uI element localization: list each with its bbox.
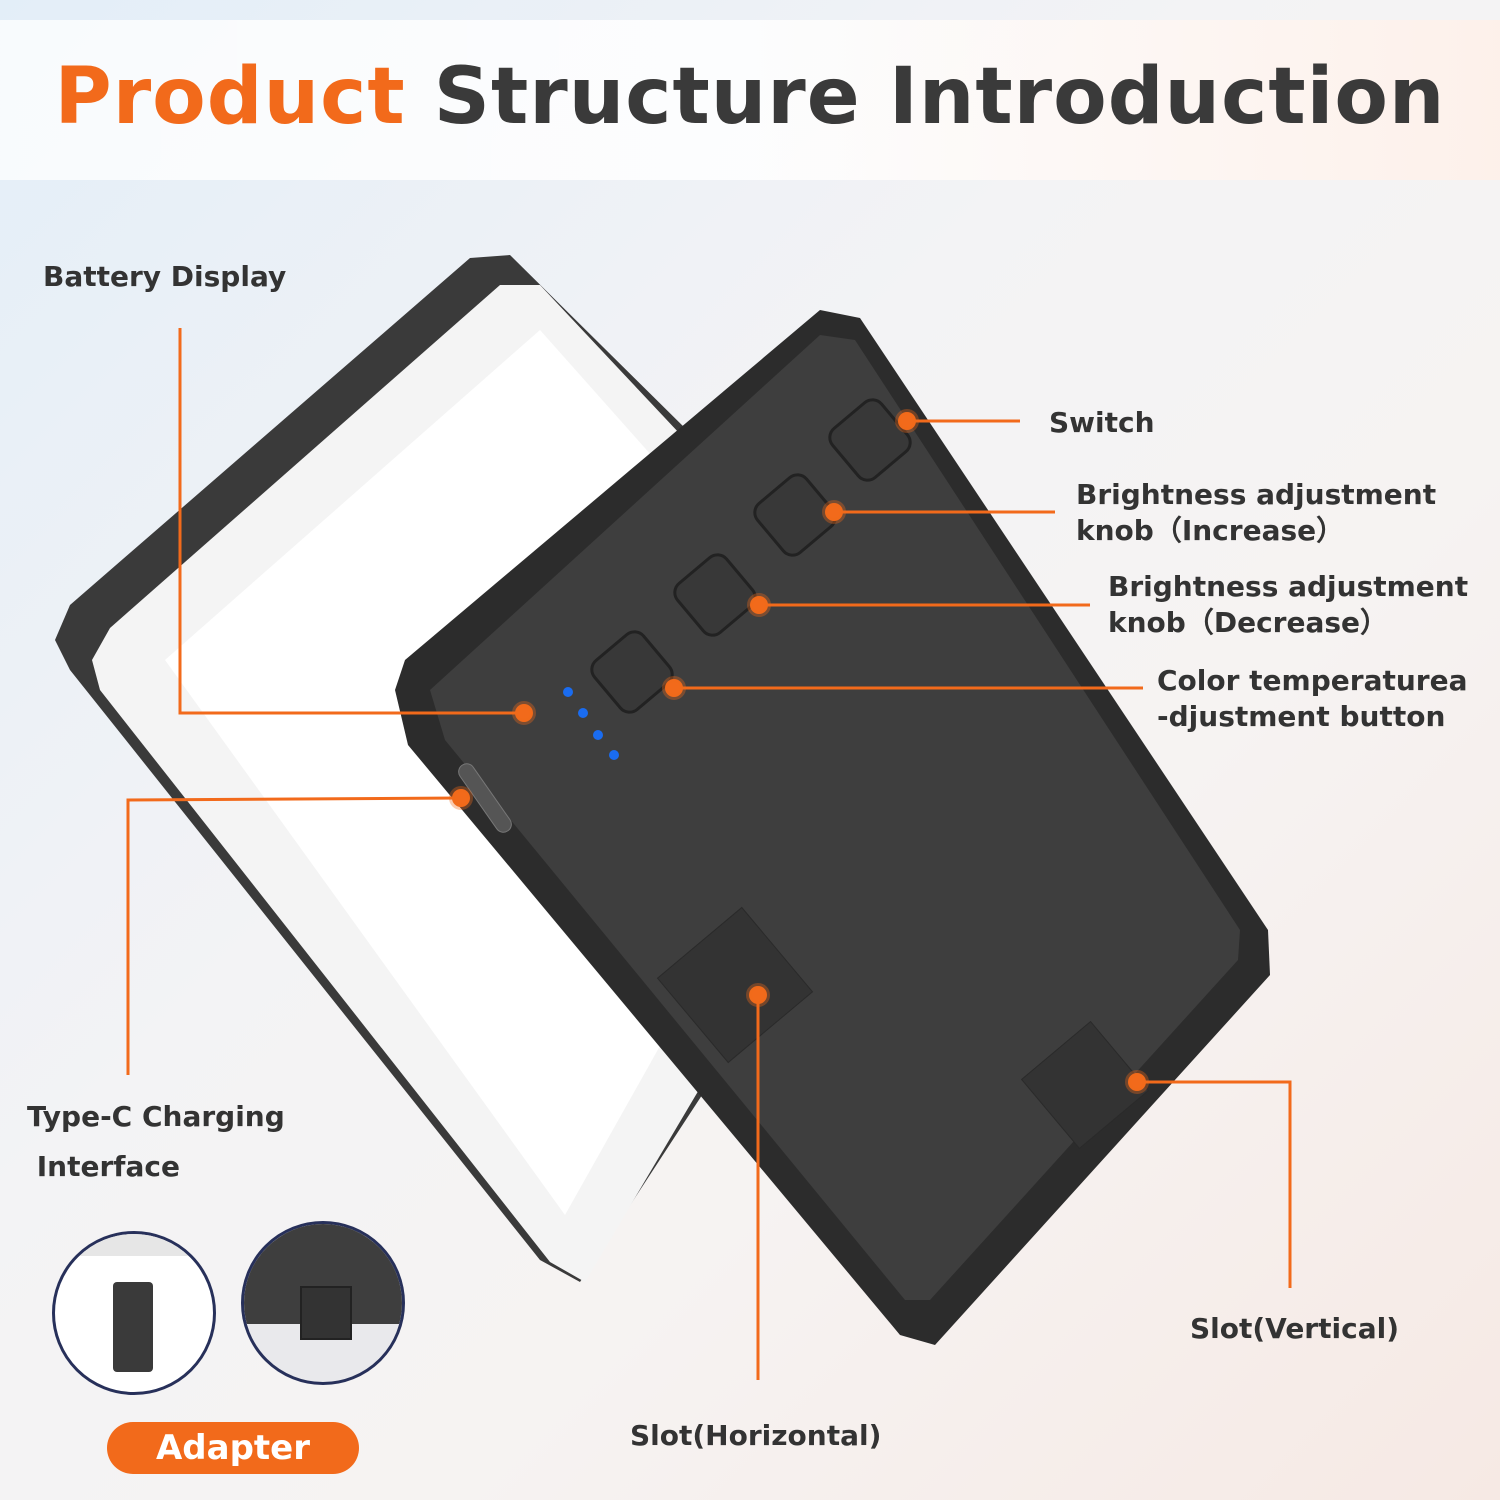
label-line: Type-C Charging — [27, 1100, 285, 1133]
title-accent: Product — [54, 52, 406, 142]
label-line: knob（Increase） — [1076, 514, 1345, 547]
label-line: -djustment button — [1157, 700, 1446, 733]
adapter-photo-white — [52, 1231, 216, 1395]
callout-dots — [449, 409, 1149, 1094]
control-box-face — [430, 335, 1240, 1300]
label-type-c: Type-C Charging Interface — [27, 1092, 285, 1192]
color-temp-button — [590, 630, 674, 714]
adapter-clip — [113, 1282, 153, 1372]
adapter-badge: Adapter — [107, 1422, 359, 1474]
label-line: knob（Decrease） — [1108, 606, 1389, 639]
label-slot-horizontal: Slot(Horizontal) — [630, 1419, 882, 1452]
increase-button — [753, 473, 837, 557]
label-switch: Switch — [1049, 406, 1155, 439]
label-line: Brightness adjustment — [1076, 478, 1437, 511]
panel-edge — [55, 1234, 213, 1256]
usb-c-port — [458, 763, 512, 833]
vertical-slot — [1020, 1020, 1150, 1150]
horizontal-slot — [656, 906, 814, 1064]
label-slot-vertical: Slot(Vertical) — [1190, 1312, 1399, 1345]
page-title: Product Structure Introduction — [0, 52, 1500, 142]
decrease-button — [673, 553, 757, 637]
label-line: Color temperaturea — [1157, 664, 1468, 697]
adapter-clip — [300, 1286, 352, 1340]
label-line: Brightness adjustment — [1108, 570, 1469, 603]
leader-lines — [126, 328, 1292, 1380]
header-band — [0, 20, 1500, 180]
label-battery-display: Battery Display — [43, 260, 287, 293]
label-line: Interface — [27, 1150, 180, 1183]
title-rest: Structure Introduction — [433, 52, 1446, 142]
power-button — [828, 398, 912, 482]
battery-indicators — [563, 687, 619, 760]
adapter-photo-dark — [241, 1221, 405, 1385]
button-group — [590, 398, 912, 714]
label-color-temperature: Color temperaturea-djustment button — [1157, 663, 1467, 735]
